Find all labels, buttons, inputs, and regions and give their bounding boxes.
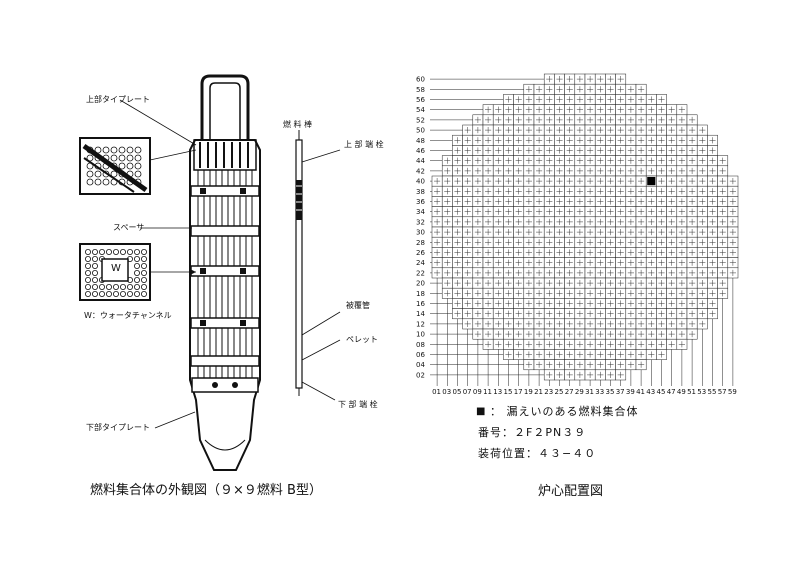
row-label: 06 bbox=[416, 351, 425, 359]
column-label: 55 bbox=[708, 388, 717, 396]
row-label: 36 bbox=[416, 198, 425, 206]
pellet-label: ペレット bbox=[346, 335, 378, 344]
row-label: 18 bbox=[416, 290, 425, 298]
row-label: 24 bbox=[416, 259, 425, 267]
column-label: 35 bbox=[606, 388, 615, 396]
column-label: 01 bbox=[432, 388, 441, 396]
column-label: 59 bbox=[728, 388, 737, 396]
row-label: 32 bbox=[416, 218, 425, 226]
column-label: 15 bbox=[504, 388, 513, 396]
column-label: 45 bbox=[657, 388, 666, 396]
lower-tie-plate-label: 下部タイプレート bbox=[86, 423, 150, 432]
row-label: 14 bbox=[416, 310, 425, 318]
column-label: 03 bbox=[442, 388, 451, 396]
row-label: 04 bbox=[416, 361, 425, 369]
column-label: 13 bbox=[493, 388, 502, 396]
assembly-caption: 燃料集合体の外観図（９×９燃料 B型） bbox=[90, 483, 322, 498]
row-label: 34 bbox=[416, 208, 425, 216]
column-label: 57 bbox=[718, 388, 727, 396]
leaking-assembly-marker bbox=[647, 177, 656, 186]
column-label: 49 bbox=[677, 388, 686, 396]
water-channel-label: W：ウォータチャンネル bbox=[84, 311, 172, 320]
row-label: 46 bbox=[416, 147, 425, 155]
core-map-caption: 炉心配置図 bbox=[538, 484, 604, 499]
legend-text: ： 漏えいのある燃料集合体 bbox=[490, 405, 639, 418]
column-label: 37 bbox=[616, 388, 625, 396]
upper-end-plug-label: 上 部 端 栓 bbox=[344, 140, 384, 149]
column-label: 43 bbox=[646, 388, 655, 396]
row-label: 42 bbox=[416, 167, 425, 175]
column-label: 07 bbox=[463, 388, 472, 396]
row-label: 56 bbox=[416, 96, 425, 104]
column-label: 41 bbox=[636, 388, 645, 396]
row-label: 60 bbox=[416, 76, 425, 84]
row-label: 16 bbox=[416, 300, 425, 308]
row-label: 44 bbox=[416, 157, 425, 165]
column-label: 29 bbox=[575, 388, 584, 396]
column-label: 27 bbox=[565, 388, 574, 396]
row-label: 20 bbox=[416, 280, 425, 288]
loading-position: 装荷位置：４３−４０ bbox=[478, 447, 597, 460]
column-label: 51 bbox=[687, 388, 696, 396]
column-label: 21 bbox=[534, 388, 543, 396]
lower-end-plug-label: 下 部 端 栓 bbox=[338, 400, 378, 409]
row-label: 48 bbox=[416, 137, 425, 145]
spacer-label: スペーサ bbox=[113, 223, 145, 232]
column-label: 17 bbox=[514, 388, 523, 396]
column-label: 39 bbox=[626, 388, 635, 396]
legend-symbol: ■ bbox=[476, 406, 486, 417]
column-label: 09 bbox=[473, 388, 482, 396]
row-label: 26 bbox=[416, 249, 425, 257]
row-label: 58 bbox=[416, 86, 425, 94]
row-label: 52 bbox=[416, 116, 425, 124]
row-label: 40 bbox=[416, 178, 425, 186]
fuel-rod-label: 燃 料 棒 bbox=[283, 120, 313, 129]
water-channel-symbol: W bbox=[111, 263, 121, 274]
row-label: 54 bbox=[416, 106, 425, 114]
column-label: 31 bbox=[585, 388, 594, 396]
column-label: 19 bbox=[524, 388, 533, 396]
row-label: 22 bbox=[416, 269, 425, 277]
row-label: 10 bbox=[416, 331, 425, 339]
column-label: 25 bbox=[555, 388, 564, 396]
row-label: 38 bbox=[416, 188, 425, 196]
column-label: 11 bbox=[483, 388, 492, 396]
row-label: 12 bbox=[416, 320, 425, 328]
row-label: 30 bbox=[416, 229, 425, 237]
column-label: 53 bbox=[697, 388, 706, 396]
row-label: 02 bbox=[416, 371, 425, 379]
row-label: 08 bbox=[416, 341, 425, 349]
column-label: 33 bbox=[595, 388, 604, 396]
upper-tie-plate-label: 上部タイプレート bbox=[86, 95, 150, 104]
column-label: 05 bbox=[453, 388, 462, 396]
row-label: 28 bbox=[416, 239, 425, 247]
assembly-serial: 番号：２F２PN３９ bbox=[478, 426, 587, 439]
cladding-label: 被覆管 bbox=[346, 301, 370, 310]
row-label: 50 bbox=[416, 127, 425, 135]
column-label: 47 bbox=[667, 388, 676, 396]
column-label: 23 bbox=[544, 388, 553, 396]
